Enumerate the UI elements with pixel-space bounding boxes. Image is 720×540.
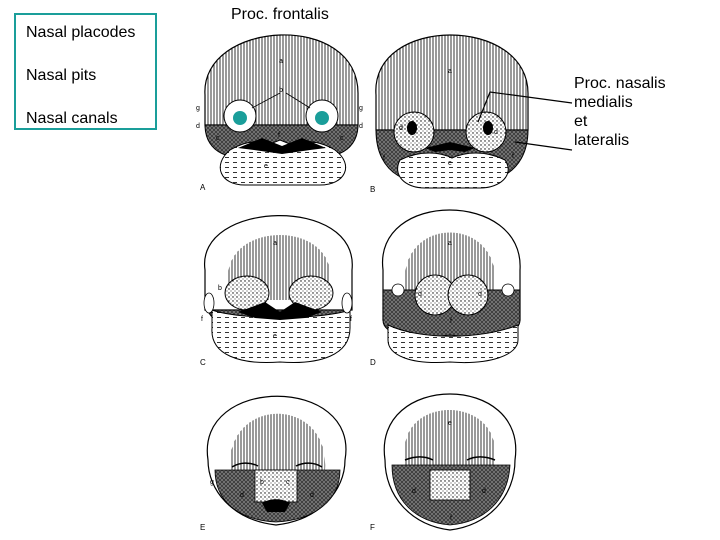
svg-text:g: g (196, 105, 200, 112)
label-proc-frontalis: Proc. frontalis (231, 6, 329, 23)
svg-text:f: f (278, 132, 280, 139)
svg-text:d: d (310, 492, 314, 499)
svg-text:f: f (450, 515, 452, 522)
svg-text:d: d (359, 123, 363, 130)
svg-text:f: f (350, 316, 352, 323)
svg-text:e: e (264, 163, 268, 170)
label-right-line-4: lateralis (574, 132, 630, 149)
legend-box: Nasal placodes Nasal pits Nasal canals (14, 13, 157, 130)
svg-text:e: e (448, 160, 452, 167)
svg-text:d: d (418, 291, 422, 298)
leader-line-medialis (477, 91, 573, 123)
svg-text:d: d (240, 492, 244, 499)
svg-text:f: f (450, 318, 452, 325)
label-right-line-3: et (574, 113, 588, 130)
svg-text:d: d (399, 125, 403, 132)
label-proc-nasalis: Proc. nasalis medialis et lateralis (574, 74, 666, 150)
svg-text:c: c (286, 479, 290, 486)
panel-f: e d d f F (370, 393, 517, 532)
legend-nasal-pits: Nasal pits (26, 67, 97, 84)
svg-text:a: a (448, 240, 452, 247)
panel-c: a b f f e C (200, 215, 353, 367)
panel-letter-d: D (370, 358, 376, 367)
nasal-placode-right (315, 111, 329, 125)
svg-text:d: d (494, 129, 498, 136)
legend-nasal-placodes: Nasal placodes (26, 24, 136, 41)
svg-text:a: a (448, 68, 452, 75)
svg-text:g: g (359, 105, 363, 112)
svg-text:g: g (210, 479, 214, 486)
svg-text:c: c (340, 135, 344, 142)
panel-d: a d d f D (370, 209, 521, 367)
svg-text:d: d (196, 123, 200, 130)
panel-letter-b: B (370, 185, 375, 194)
svg-text:e: e (273, 333, 277, 340)
svg-text:a: a (273, 240, 277, 247)
panel-letter-a: A (200, 183, 206, 192)
panel-b: a d d f f e B (370, 34, 529, 194)
svg-text:d: d (412, 488, 416, 495)
svg-text:a: a (279, 58, 283, 65)
panel-e: g d d b c E (200, 395, 347, 532)
svg-text:d: d (478, 291, 482, 298)
svg-text:e: e (448, 420, 452, 427)
svg-text:b: b (218, 285, 222, 292)
label-right-line-1: Proc. nasalis (574, 75, 666, 92)
panel-letter-c: C (200, 358, 206, 367)
panel-letter-f: F (370, 523, 375, 532)
nasal-placode-left (233, 111, 247, 125)
svg-text:b: b (260, 479, 264, 486)
label-right-line-2: medialis (574, 94, 633, 111)
svg-text:b: b (279, 87, 283, 94)
panel-a: a b c c g g d d f e A (196, 34, 363, 192)
svg-text:f: f (383, 155, 385, 162)
svg-text:f: f (512, 153, 514, 160)
panel-letter-e: E (200, 523, 205, 532)
leader-line-lateralis (514, 141, 573, 151)
svg-text:d: d (482, 488, 486, 495)
legend-nasal-canals: Nasal canals (26, 110, 118, 127)
svg-text:c: c (216, 135, 220, 142)
svg-text:f: f (201, 316, 203, 323)
